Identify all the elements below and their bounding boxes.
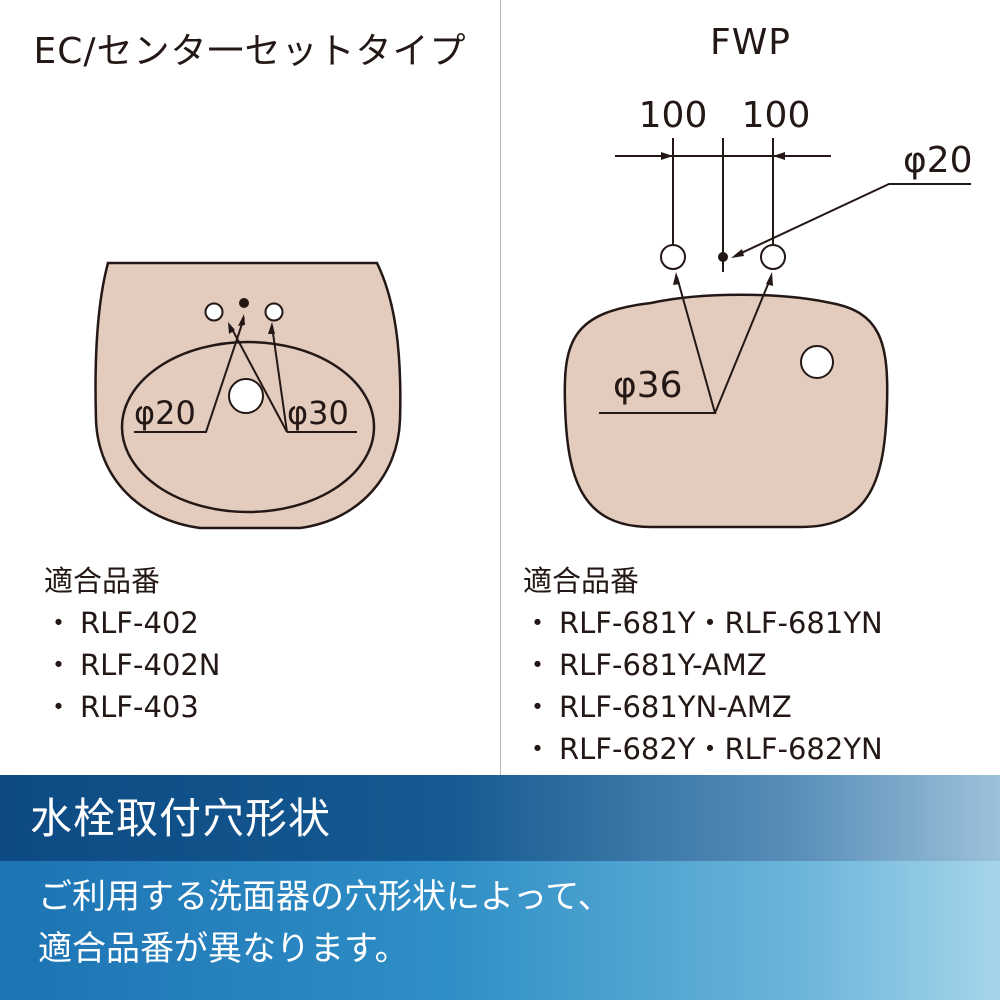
banner-description: ご利用する洗面器の穴形状によって、 適合品番が異なります。 <box>38 871 612 975</box>
fwp-model-item: RLF-681YN-AMZ <box>523 686 883 728</box>
ec-bowl-outline <box>120 340 376 514</box>
info-banner: 水栓取付穴形状 ご利用する洗面器の穴形状によって、 適合品番が異なります。 <box>0 775 1000 1000</box>
ec-leader-phi20 <box>134 317 245 433</box>
ec-arrow-phi30-b <box>268 322 275 334</box>
ec-leader-phi30-b <box>271 325 288 433</box>
fwp-arrow-phi20 <box>731 249 744 258</box>
ec-label-phi30: φ30 <box>287 394 349 432</box>
fwp-side-hole-left <box>660 244 686 270</box>
fwp-spacing-right-label: 100 <box>742 95 811 136</box>
fwp-dim-arrow-left <box>661 152 673 160</box>
fwp-drain-hole <box>800 345 834 379</box>
ec-model-item: RLF-403 <box>44 686 221 728</box>
fwp-spacing-left-label: 100 <box>639 95 708 136</box>
ec-side-hole-right <box>264 302 284 322</box>
ec-compatible-models: 適合品番 RLF-402 RLF-402N RLF-403 <box>44 560 221 728</box>
fwp-panel: FWP 100 100 φ20 φ36 適合品番 RLF-681Y・RLF-68… <box>501 0 1000 775</box>
banner-title-bar: 水栓取付穴形状 <box>0 775 1000 861</box>
fwp-basin-diagram: 100 100 φ20 φ36 <box>563 95 973 529</box>
panel-divider <box>500 0 501 775</box>
ec-panel-title: EC/センタ一セットタイプ <box>33 31 467 72</box>
fwp-model-item: RLF-681Y・RLF-681YN <box>523 602 883 644</box>
banner-line-2: 適合品番が異なります。 <box>38 929 409 969</box>
fwp-leader-phi36-b <box>714 276 772 414</box>
ec-arrow-phi20 <box>238 314 245 326</box>
ec-basin-diagram: φ20 φ30 <box>94 261 402 530</box>
ec-arrow-phi30-a <box>228 322 235 334</box>
fwp-leader-phi20 <box>734 183 971 257</box>
banner-title: 水栓取付穴形状 <box>30 794 332 843</box>
ec-drain-hole <box>228 378 264 414</box>
ec-model-item: RLF-402 <box>44 602 221 644</box>
fwp-dim-arrow-right <box>773 152 785 160</box>
ec-leader-phi30 <box>231 328 288 433</box>
banner-line-1: ご利用する洗面器の穴形状によって、 <box>38 877 612 917</box>
ec-models-heading: 適合品番 <box>44 564 161 598</box>
fwp-model-item: RLF-682Y・RLF-682YN <box>523 728 883 770</box>
ec-model-item: RLF-402N <box>44 644 221 686</box>
ec-label-phi20: φ20 <box>134 394 196 432</box>
fwp-model-item: RLF-681Y-AMZ <box>523 644 883 686</box>
fwp-panel-title: FWP <box>709 22 791 63</box>
ec-center-set-panel: EC/センタ一セットタイプ φ20 φ30 適合品番 RLF-402 RLF-4… <box>0 0 500 775</box>
fwp-basin-outer <box>563 293 889 529</box>
fwp-side-hole-right <box>760 244 786 270</box>
fwp-label-phi20: φ20 <box>903 140 973 181</box>
fwp-arrow-phi36-a <box>673 272 680 285</box>
fwp-models-heading: 適合品番 <box>523 564 640 598</box>
banner-description-area <box>0 861 1000 1000</box>
fwp-center-hole <box>718 252 728 262</box>
ec-center-hole <box>239 298 249 308</box>
fwp-compatible-models: 適合品番 RLF-681Y・RLF-681YN RLF-681Y-AMZ RLF… <box>523 560 883 770</box>
fwp-arrow-phi36-b <box>766 272 773 286</box>
ec-side-hole-left <box>204 302 224 322</box>
fwp-label-phi36: φ36 <box>613 365 683 406</box>
